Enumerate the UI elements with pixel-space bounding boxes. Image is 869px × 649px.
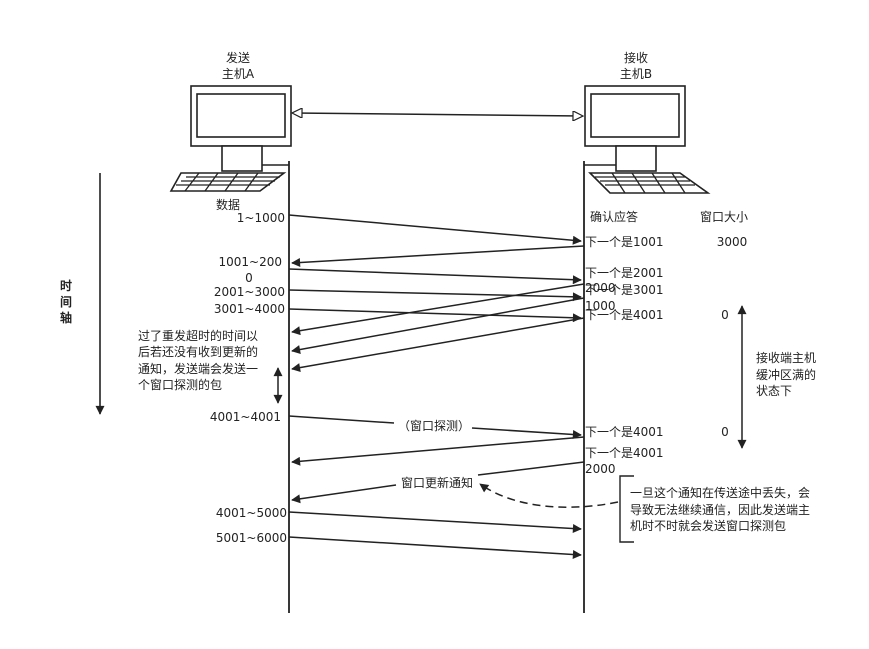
segment-arrow-7 [288,536,582,559]
ack-arrow-4 [291,317,585,373]
lost-note-line-3: 机时不时就会发送窗口探测包 [630,518,786,533]
ack-label-3-overlap-1000: 1000 [585,299,616,313]
host-a-label-line2: 主机A [222,67,255,81]
buffer-note-line-3: 状态下 [756,384,792,398]
window-probe-arrow-right [471,427,582,439]
segment-label-6: 4001~5000 [216,506,287,520]
host-b-label-line1: 接收 [624,50,648,65]
ack-arrow-5 [291,436,585,466]
host-a-label-line1: 发送 [226,50,250,65]
ack-arrow-2 [291,283,585,336]
ack-label-4: 下一个是4001 [585,308,664,322]
window-update-arrow-left [291,484,397,504]
ack-label-6: 下一个是4001 [585,446,664,460]
host-link [293,113,582,116]
ack-label-2: 下一个是2001 [585,266,664,280]
segment-label-2a: 1001~200 [219,255,283,269]
segment-label-3: 2001~3000 [214,285,285,299]
timeout-note-line-4: 个窗口探测的包 [138,377,222,392]
data-segments [288,214,582,559]
window-update-arrow-right [477,461,585,476]
timeout-note: 过了重发超时的时间以 后若还没有收到更新的 通知，发送端会发送一 个窗口探测的包 [138,328,258,392]
segment-label-4: 3001~4000 [214,302,285,316]
lost-note-dashed-arrow [479,483,619,508]
window-value-2: 0 [721,308,729,322]
segment-label-5: 4001~4001 [210,410,281,424]
lost-note-line-2: 导致无法继续通信，因此发送端主 [630,502,810,517]
time-axis-label-char1: 时 [60,278,72,293]
ack-label-1: 下一个是1001 [585,235,664,249]
window-probe-label: （窗口探测） [398,419,470,433]
ack-segments [291,245,585,466]
ack-arrow-3 [291,297,585,354]
buffer-note-line-2: 缓冲区满的 [756,367,816,382]
ack-label-6-line2: 2000 [585,462,616,476]
window-column-header: 窗口大小 [700,210,748,224]
host-a-computer-icon [169,85,292,192]
segment-arrow-3 [288,289,582,302]
host-b-label-line2: 主机B [620,67,652,81]
window-probe-arrow-left [288,415,395,424]
timeout-note-line-2: 后若还没有收到更新的 [138,344,258,359]
time-axis-label-char3: 轴 [60,310,72,325]
timeout-note-line-3: 通知，发送端会发送一 [138,361,258,376]
window-value-1: 3000 [717,235,748,249]
buffer-note-line-1: 接收端主机 [756,350,816,365]
lost-note-line-1: 一旦这个通知在传送途中丢失，会 [630,485,810,500]
host-b-computer-icon [584,85,711,194]
ack-arrow-1 [291,245,585,268]
lost-note-bracket [619,475,634,543]
lost-note: 一旦这个通知在传送途中丢失，会 导致无法继续通信，因此发送端主 机时不时就会发送… [630,485,810,533]
segment-arrow-6 [288,511,582,534]
segment-label-1: 1~1000 [237,211,285,225]
segment-label-2b: 0 [245,271,253,285]
segment-arrow-4 [288,308,582,323]
ack-label-5: 下一个是4001 [585,425,664,439]
segment-arrow-2 [288,268,582,285]
window-value-3: 0 [721,425,729,439]
segment-arrow-1 [288,214,582,245]
data-column-header: 数据 [216,197,240,212]
ack-label-3-overlap-2000: 2000 [585,281,616,295]
window-update-label: 窗口更新通知 [401,475,473,490]
segment-label-7: 5001~6000 [216,531,287,545]
ack-column-header: 确认应答 [590,209,638,224]
ack-label-3: 下一个是3001 [585,283,664,297]
timeout-note-line-1: 过了重发超时的时间以 [138,328,258,343]
time-axis-label-char2: 间 [60,294,72,309]
buffer-full-note: 接收端主机 缓冲区满的 状态下 [756,350,816,398]
